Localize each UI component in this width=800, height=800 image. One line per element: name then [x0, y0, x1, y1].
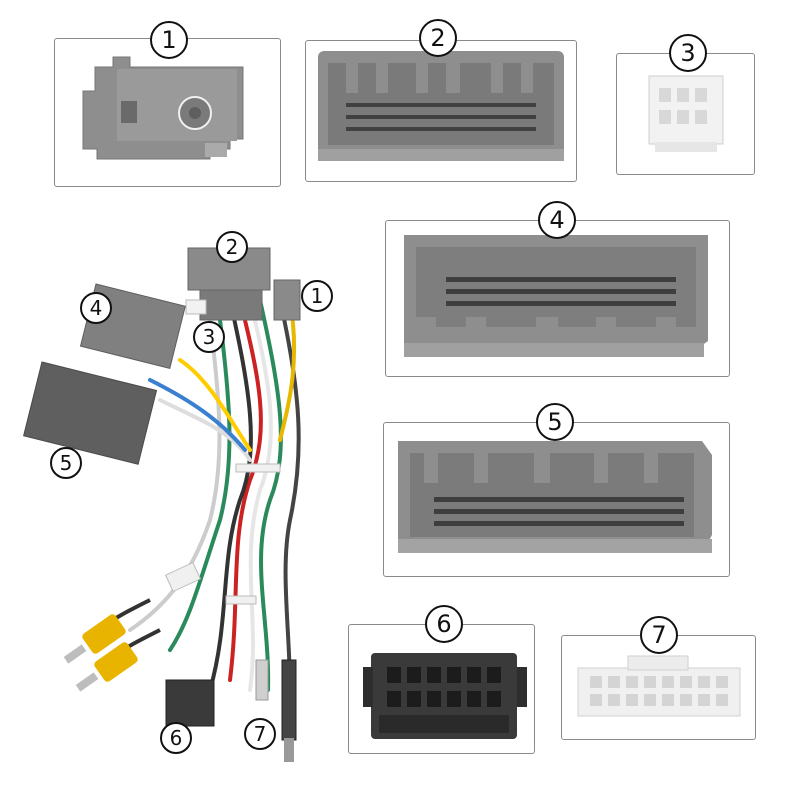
connector-5-image — [398, 441, 712, 553]
harness-label-5: 5 — [50, 447, 82, 479]
connector-7-image — [577, 655, 741, 717]
connector-2-label: 2 — [419, 19, 457, 57]
connector-4-image — [404, 235, 708, 357]
connector-6-label: 6 — [425, 605, 463, 643]
connector-4-panel: 4 — [385, 201, 730, 377]
harness-label-4: 4 — [80, 292, 112, 324]
connector-1-label: 1 — [150, 21, 188, 59]
connector-2-panel: 2 — [305, 19, 577, 182]
connector-3-image — [648, 75, 724, 152]
connector-4-label: 4 — [538, 201, 576, 239]
harness-label-7: 7 — [244, 718, 276, 750]
harness-label-3: 3 — [193, 321, 225, 353]
connector-3-label: 3 — [669, 34, 707, 72]
connector-2-image — [318, 51, 564, 161]
connector-1-panel: 1 — [54, 21, 281, 187]
connector-3-panel: 3 — [616, 34, 755, 175]
connector-6-image — [363, 653, 527, 739]
connector-6-panel: 6 — [348, 605, 535, 754]
harness-label-1: 1 — [301, 280, 333, 312]
connector-5-label: 5 — [536, 403, 574, 441]
harness-label-2: 2 — [216, 231, 248, 263]
connector-5-panel: 5 — [383, 403, 730, 577]
connector-7-label: 7 — [640, 616, 678, 654]
connector-7-panel: 7 — [561, 616, 756, 740]
connector-1-image — [82, 56, 244, 160]
harness-label-6: 6 — [160, 722, 192, 754]
